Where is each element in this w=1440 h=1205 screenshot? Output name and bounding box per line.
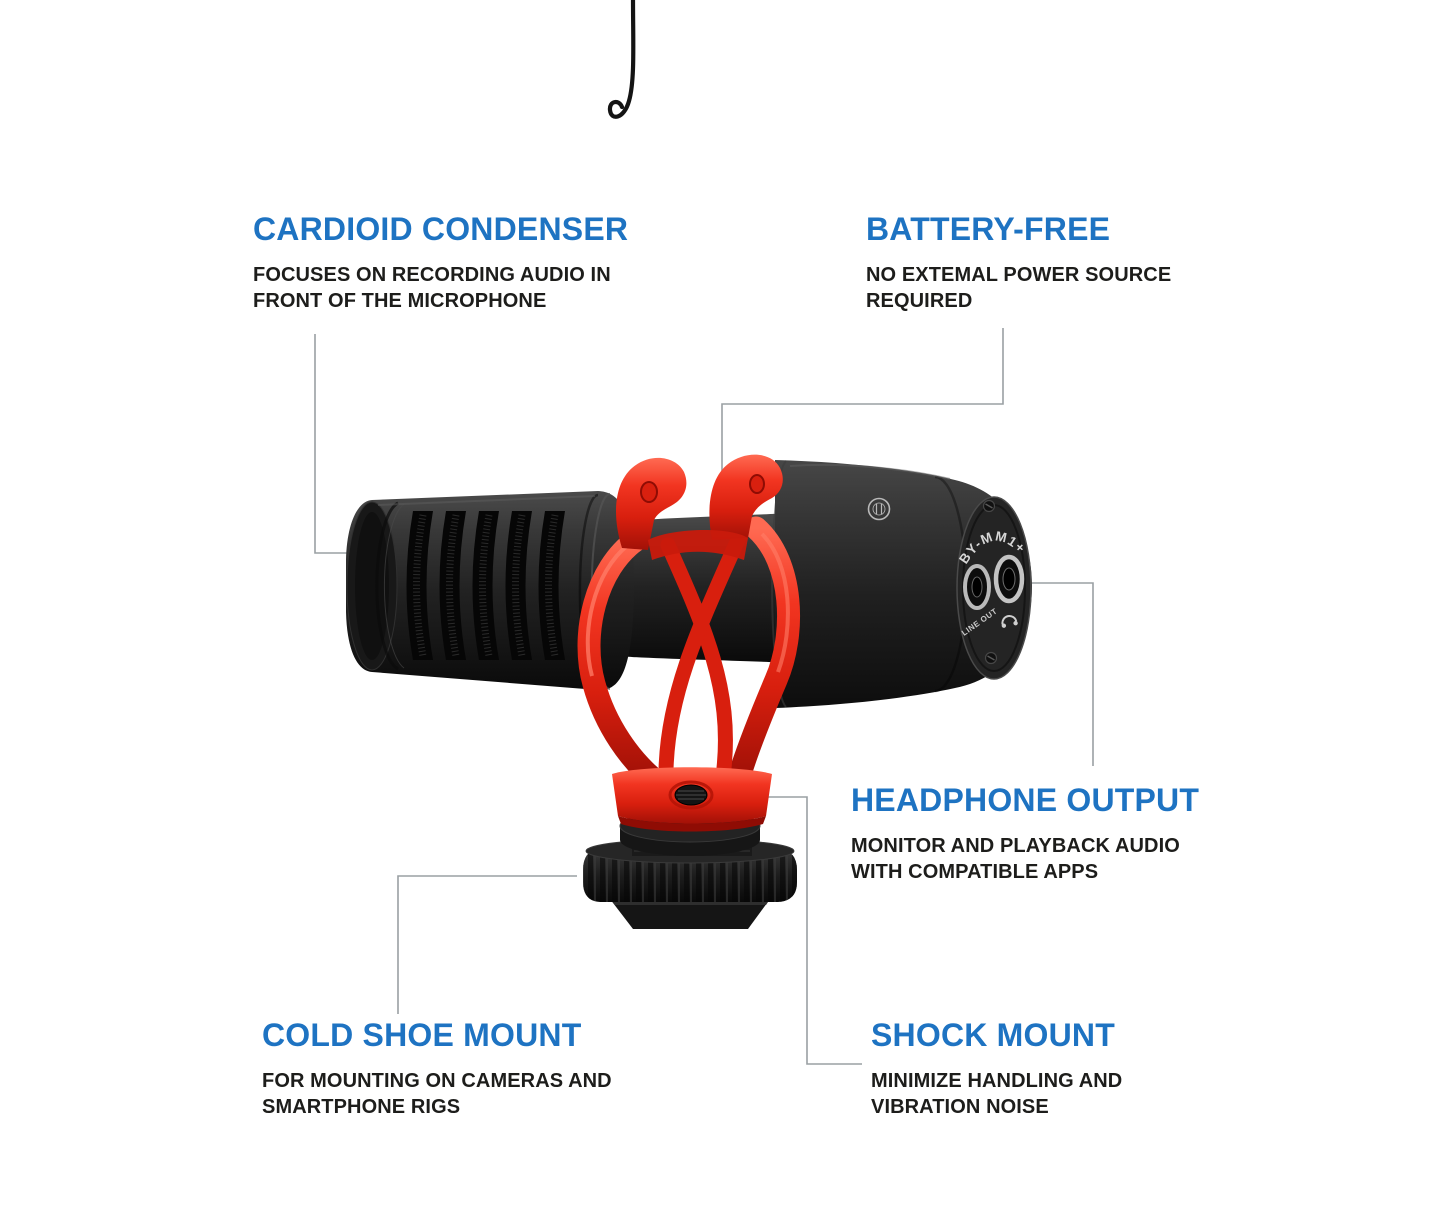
shock-base-lip (618, 816, 766, 832)
callout-title: CARDIOID CONDENSER (253, 211, 629, 247)
mic-windscreen-barrel (346, 491, 635, 691)
leader-line-battery (721, 328, 1004, 489)
callout-cold-shoe-mount: COLD SHOE MOUNT FOR MOUNTING ON CAMERAS … (262, 1017, 642, 1120)
callout-description: FOCUSES ON RECORDING AUDIO IN FRONT OF T… (253, 264, 611, 313)
headphone-jack (993, 554, 1025, 604)
callout-description: MONITOR AND PLAYBACK AUDIO WITH COMPATIB… (851, 835, 1180, 884)
shock-band-inner-2 (658, 527, 748, 778)
callout-description: NO EXTEMAL POWER SOURCE REQUIRED (866, 264, 1172, 313)
mic-end-cap: BY-MM1+ LINE OUT (956, 496, 1032, 680)
headphone-jack-icon (1001, 614, 1018, 628)
boya-logo-icon (867, 497, 891, 521)
mount-screw (674, 784, 708, 806)
callout-description: MINIMIZE HANDLING AND VIBRATION NOISE (871, 1070, 1123, 1119)
callout-title: HEADPHONE OUTPUT (851, 782, 1200, 818)
front-cap-inner (355, 512, 389, 660)
shock-band-inner-1 (660, 537, 733, 776)
leader-line-coldshoe (397, 875, 577, 1014)
shoe-foot (610, 899, 770, 929)
tab-right-hole (749, 474, 765, 494)
shock-tab-right (709, 454, 783, 540)
callout-cardioid-condenser: CARDIOID CONDENSER FOCUSES ON RECORDING … (253, 211, 633, 314)
callout-title: BATTERY-FREE (866, 211, 1111, 247)
callout-headphone-output: HEADPHONE OUTPUT MONITOR AND PLAYBACK AU… (851, 782, 1207, 885)
callout-battery-free: BATTERY-FREE NO EXTEMAL POWER SOURCE REQ… (866, 211, 1188, 314)
tab-left-hole (640, 481, 658, 503)
base-disc-side (620, 826, 760, 856)
line-out-jack (963, 564, 991, 610)
callout-title: COLD SHOE MOUNT (262, 1017, 582, 1053)
shock-saddle (648, 529, 748, 560)
windscreen-slots (406, 511, 565, 660)
callout-description: FOR MOUNTING ON CAMERAS AND SMARTPHONE R… (262, 1070, 612, 1119)
cable-curve (607, 0, 636, 119)
callout-title: SHOCK MOUNT (871, 1017, 1115, 1053)
leader-line-headphone (1020, 582, 1094, 766)
mic-rear-body: BY-MM1+ LINE OUT (771, 460, 1032, 708)
cap-screw-top (982, 499, 996, 513)
wheel-knurling (583, 849, 797, 902)
shock-arm-left (577, 528, 662, 788)
shock-tab-left (616, 457, 687, 550)
shock-mount (577, 454, 800, 832)
cap-screw-bottom (984, 651, 998, 665)
leader-line-cardioid (314, 334, 348, 554)
callout-shock-mount: SHOCK MOUNT MINIMIZE HANDLING AND VIBRAT… (871, 1017, 1163, 1120)
